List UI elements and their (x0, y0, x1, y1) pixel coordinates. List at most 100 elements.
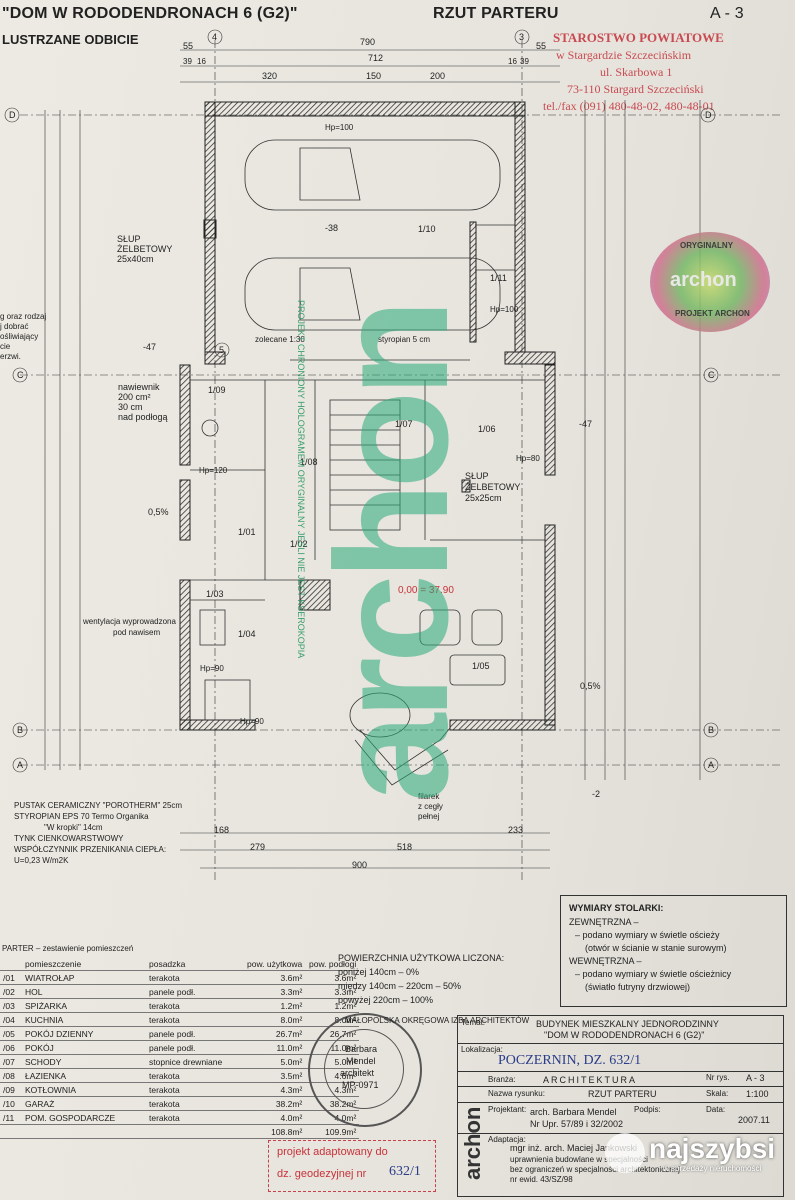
room-label: 1/08 (300, 457, 318, 467)
watermark-hologram-text: PROJEKT CHRONIONY HOLOGRAMEM ORYGINALNY … (296, 300, 306, 659)
column-label: 25x40cm (117, 254, 154, 264)
archon-logo: archon (460, 1106, 485, 1180)
hologram-sticker: ORYGINALNY archon PROJEKT ARCHON (650, 232, 770, 332)
dim-top: 39 (183, 57, 192, 66)
dim-top: 712 (368, 53, 384, 63)
pillar-note: pełnej (418, 812, 440, 821)
height-note: Hp=90 (200, 664, 224, 673)
title-block: Temat: BUDYNEK MIESZKALNY JEDNORODZINNY … (457, 1015, 784, 1197)
vent-note: nawiewnik (118, 382, 160, 392)
slope-note: 0,5% (580, 681, 601, 691)
ventilation-note: wentylacja wyprowadzona (83, 617, 176, 626)
height-note: Hp=120 (199, 466, 228, 475)
level-note: -47 (143, 342, 157, 352)
dim-bottom: 168 (214, 825, 230, 835)
dim-top: 150 (366, 71, 382, 81)
scale-note: zolecane 1:30 (255, 335, 305, 344)
room-label: 1/09 (208, 385, 226, 395)
level-note: -47 (579, 419, 593, 429)
height-note: Hp=100 (325, 123, 354, 132)
level-note: -38 (325, 223, 339, 233)
axis-D-left: D (9, 110, 16, 120)
height-note: Hp=80 (516, 454, 540, 463)
office-stamp-line5: tel./fax (091) 480-48-02, 480-48-01 (543, 99, 715, 113)
column-label: 25x25cm (465, 493, 502, 503)
dim-bottom: 233 (508, 825, 524, 835)
pillar-note: z cegły (418, 802, 443, 811)
column-label: ŻELBETOWY (117, 244, 173, 254)
room-table-title: PARTER – zestawienie pomieszczeń (2, 944, 134, 953)
dim-top: 200 (430, 71, 446, 81)
room-label: 1/02 (290, 539, 308, 549)
axis-A-left: A (17, 760, 24, 770)
room-label: 1/01 (238, 527, 256, 537)
axis-4: 4 (212, 32, 218, 42)
table-total: 108.8m² 109.9m² (0, 1124, 360, 1139)
height-note: Hp=100 (490, 305, 519, 314)
archon-watermark: archon (302, 305, 481, 803)
room-label: 1/10 (418, 224, 436, 234)
project-title: "DOM W RODODENDRONACH 6 (G2)" (2, 5, 298, 22)
architect-seal: MAŁOPOLSKA OKRĘGOWA IZBA ARCHITEKTÓW Bar… (308, 1013, 529, 1127)
axis-B-left: B (17, 725, 24, 735)
pillar-note: filarek (418, 792, 440, 801)
dim-top: 16 (508, 57, 517, 66)
vent-note: 30 cm (118, 402, 143, 412)
vent-note: 200 cm² (118, 392, 151, 402)
room-label: 1/04 (238, 629, 256, 639)
dim-top: 55 (536, 41, 547, 51)
dim-top: 16 (197, 57, 206, 66)
slope-note: 0,5% (148, 507, 169, 517)
level-marker: 0,00 = 37.90 (398, 585, 454, 596)
column-label: SŁUP (465, 471, 489, 481)
axis-C-right: C (708, 370, 715, 380)
plan-name: RZUT PARTERU (433, 5, 559, 22)
height-note: Hp=90 (240, 717, 264, 726)
mirror-note: LUSTRZANE ODBICIE (2, 32, 139, 47)
axis-3: 3 (519, 32, 525, 42)
dim-top: 790 (360, 37, 376, 47)
dim-bottom: 518 (397, 842, 413, 852)
brand-logo-icon (605, 1133, 645, 1173)
room-label: 1/11 (490, 273, 507, 283)
location-handwritten: POCZERNIN, DZ. 632/1 (498, 1053, 642, 1068)
axis-A-right: A (708, 760, 715, 770)
office-stamp-line4: 73-110 Stargard Szczeciński (567, 82, 704, 96)
room-label: 1/03 (206, 589, 224, 599)
room-label: 1/05 (472, 661, 490, 671)
dim-top: 39 (520, 57, 529, 66)
insulation-note: styropian 5 cm (378, 335, 431, 344)
sheet-number: A - 3 (710, 5, 744, 22)
ventilation-note: pod nawisem (113, 628, 161, 637)
axis-5: 5 (219, 345, 225, 355)
joinery-note: WYMIARY STOLARKI: ZEWNĘTRZNA – – podano … (560, 895, 787, 1007)
office-stamp-line2: w Stargardzie Szczecińskim (556, 48, 692, 62)
office-stamp-line1: STAROSTWO POWIATOWE (553, 30, 724, 45)
room-label: 1/07 (395, 419, 413, 429)
room-table: pomieszczenie posadzka pow. użytkowa pow… (0, 957, 360, 1139)
dim-top: 320 (262, 71, 278, 81)
level-note: -2 (592, 789, 601, 799)
vent-note: nad podłogą (118, 412, 168, 422)
dim-top: 55 (183, 41, 194, 51)
najszybsi-watermark: najszybsi w sprzedaży nieruchomości (605, 1133, 780, 1175)
axis-D-right: D (705, 110, 712, 120)
room-label: 1/06 (478, 424, 496, 434)
adapted-stamp: projekt adaptowany do dz. geodezyjnej nr… (268, 1140, 436, 1192)
dim-bottom: 279 (250, 842, 266, 852)
column-label: ŻELBETOWY (465, 482, 521, 492)
column-label: SŁUP (117, 234, 141, 244)
